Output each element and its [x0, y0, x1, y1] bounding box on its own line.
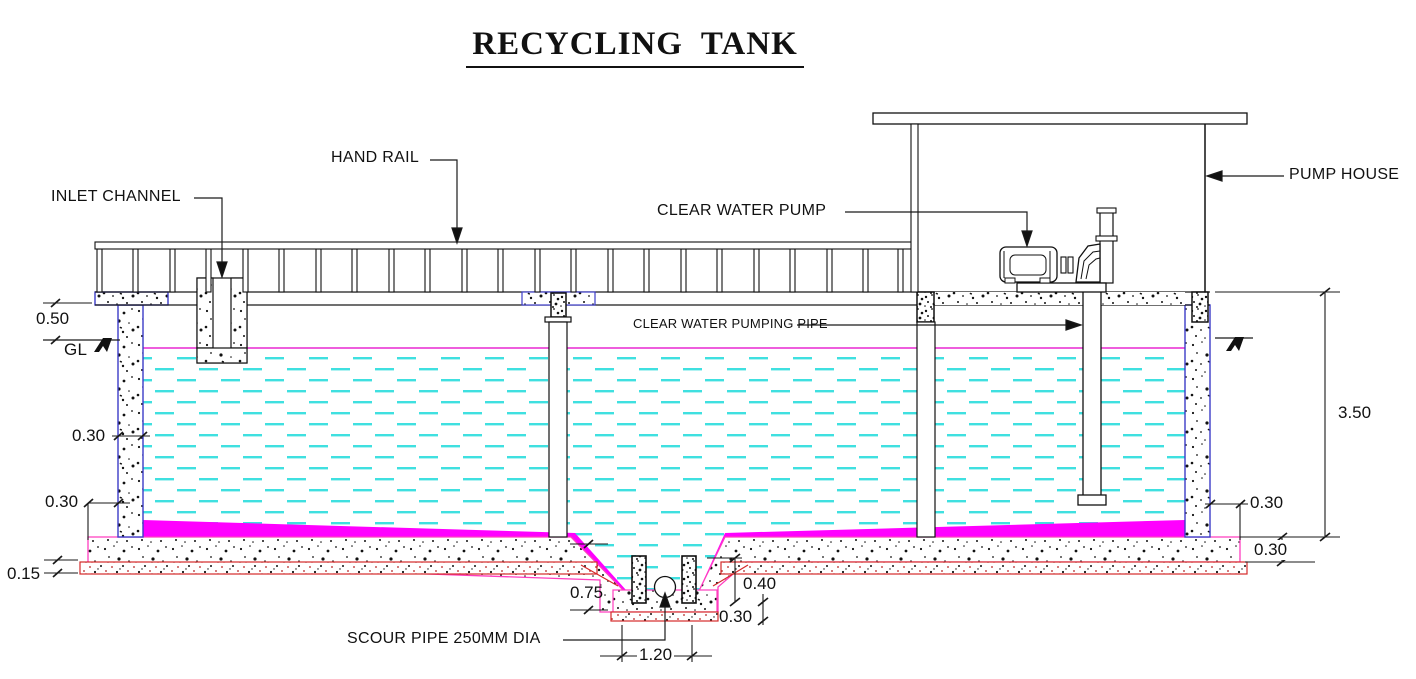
dim-sump-depth: 0.75: [570, 583, 604, 602]
dim-right-base-projection: 0.30: [1250, 493, 1284, 512]
dim-left-wall-thickness: 0.30: [72, 426, 106, 445]
gl-symbol-left: [94, 338, 112, 352]
hand-rail-structure: [94, 241, 918, 293]
right-wall: [1184, 304, 1211, 538]
inlet-channel-label: INLET CHANNEL: [51, 188, 181, 205]
pump-house-floor: [935, 292, 1185, 305]
drawing-title: RECYCLING TANK: [440, 26, 830, 68]
clear-water-pump-arrow: [1021, 230, 1033, 248]
clear-water-pump-graphic: [999, 207, 1118, 293]
hand-rail-top: [94, 241, 918, 250]
walkway-slab: [95, 291, 1210, 306]
clear-water-pump-label: CLEAR WATER PUMP: [657, 202, 827, 219]
clear-water-pumping-pipe-graphic: [1077, 289, 1107, 506]
left-wall-coping: [94, 291, 169, 306]
scour-pipe-label: SCOUR PIPE 250MM DIA: [347, 630, 541, 647]
dim-base-slab-thickness: 0.30: [1252, 540, 1290, 560]
pump-volute: [1075, 243, 1101, 283]
leader-lines: [194, 159, 1284, 641]
dim-sump-wall-height: 0.40: [743, 574, 777, 593]
column: [548, 321, 568, 538]
dimension-lines: [43, 287, 1340, 662]
pump-house-left-column: [910, 123, 919, 293]
pump-house-label: PUMP HOUSE: [1289, 166, 1400, 183]
gl-symbol-right: [1226, 337, 1244, 351]
tank-columns: [548, 321, 936, 538]
column: [916, 321, 936, 538]
pump-house-arrow: [1205, 170, 1223, 182]
dim-left-base-projection: 0.30: [45, 492, 79, 511]
beam-sections: [544, 291, 1209, 323]
coupling: [1060, 256, 1067, 274]
dim-tank-depth: 3.50: [1338, 403, 1372, 422]
sump-wall-right: [681, 555, 697, 604]
dim-pcc-thickness: 0.15: [7, 564, 41, 583]
sump-wall-left: [631, 555, 647, 604]
sump-pit: [631, 555, 697, 604]
inlet-channel-arrow: [216, 261, 228, 279]
hand-rail-arrow: [451, 227, 463, 245]
pump-house-roof: [872, 112, 1248, 125]
dim-sump-width: 1.20: [637, 645, 675, 665]
ground-level-marks: [43, 337, 1253, 352]
pump-house-structure: [872, 112, 1248, 293]
left-wall: [117, 304, 144, 538]
hand-rail-label: HAND RAIL: [331, 149, 420, 166]
scour-pipe-arrow: [659, 591, 671, 608]
clear-water-pumping-pipe-label: CLEAR WATER PUMPING PIPE: [633, 316, 828, 331]
ground-level-label: GL: [64, 340, 88, 359]
dim-sump-slab-thickness: 0.30: [719, 607, 753, 626]
dim-freeboard: 0.50: [36, 309, 70, 328]
tank-walls: [94, 291, 1211, 538]
discharge-pipe: [1099, 211, 1114, 284]
pump-base-plate: [1016, 282, 1107, 293]
inlet-channel-section: [196, 277, 248, 364]
pumping-pipe-arrow: [1065, 319, 1083, 331]
